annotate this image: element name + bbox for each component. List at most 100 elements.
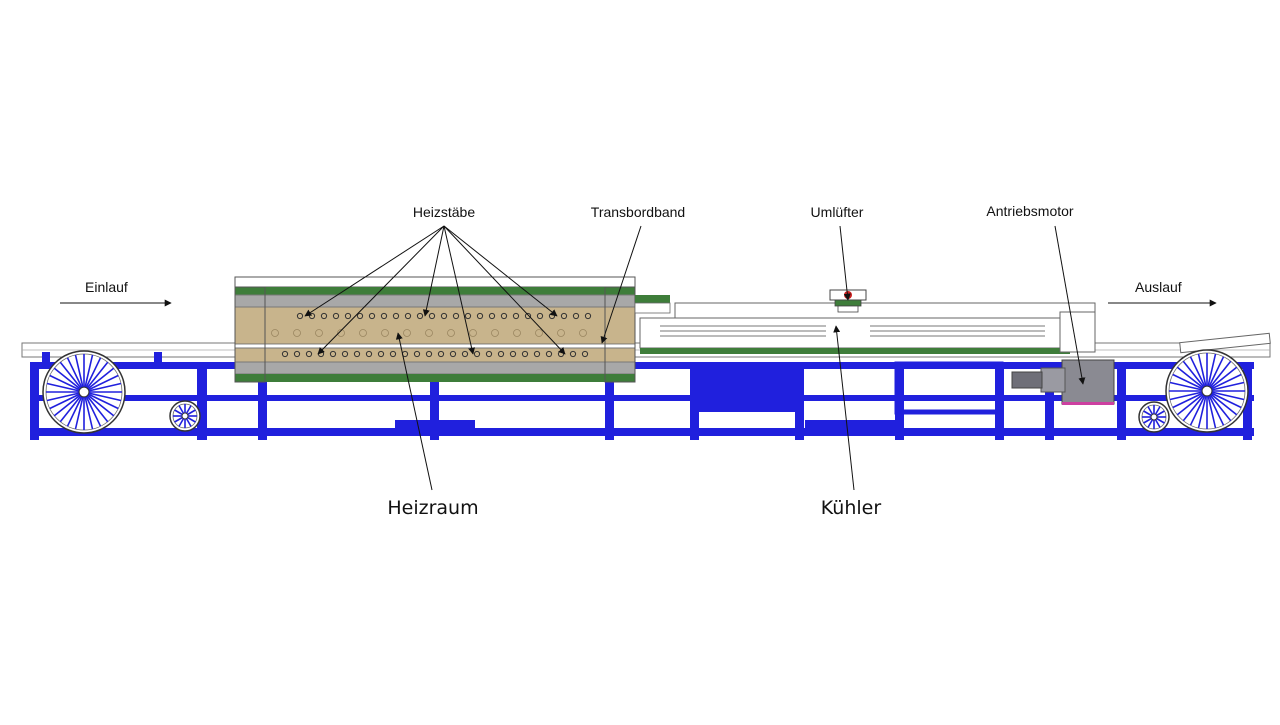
heizstaebe-leader-line xyxy=(317,225,445,355)
wheel-spoke xyxy=(1189,356,1208,392)
wheel-spoke xyxy=(66,391,85,427)
heater-rod xyxy=(581,350,589,358)
heater-rod xyxy=(485,350,493,358)
antriebsmotor-leader xyxy=(1054,225,1086,385)
heizraum-leader xyxy=(395,332,433,491)
heater-rod xyxy=(536,312,544,320)
wheel-spoke xyxy=(59,391,85,423)
insulation-marker xyxy=(557,329,565,337)
heater-rod xyxy=(281,350,289,358)
wheel-hub xyxy=(1201,385,1213,397)
insulation-marker xyxy=(381,329,389,337)
heater-rod xyxy=(353,350,361,358)
tension-wheel-right xyxy=(1138,401,1170,433)
heater-rod xyxy=(392,312,400,320)
heater-rod xyxy=(365,350,373,358)
heater-rod xyxy=(413,350,421,358)
heizstaebe-leaders xyxy=(304,225,566,355)
label-heizstaebe: Heizstäbe xyxy=(413,204,475,220)
heater-rod xyxy=(521,350,529,358)
insulation-marker xyxy=(447,329,455,337)
transbordband-leader xyxy=(600,225,642,344)
wheel-spoke xyxy=(83,374,119,393)
wheel-spoke xyxy=(74,354,85,393)
tension-wheel-left xyxy=(169,400,201,432)
wheel-spoke xyxy=(83,391,119,410)
insulation-markers xyxy=(271,329,587,337)
heater-rod xyxy=(545,350,553,358)
heater-rod xyxy=(497,350,505,358)
heater-rod xyxy=(377,350,385,358)
wheel-spoke xyxy=(83,382,122,393)
heater-rod xyxy=(437,350,445,358)
wheel-spoke xyxy=(1169,390,1208,401)
wheel-spoke xyxy=(1197,390,1208,429)
wheel-spoke xyxy=(1172,390,1208,409)
wheel-spoke xyxy=(49,374,85,393)
wheel-spoke xyxy=(83,391,122,402)
insulation-marker xyxy=(337,329,345,337)
heater-rod xyxy=(296,312,304,320)
heater-rod xyxy=(320,312,328,320)
wheel-spoke xyxy=(1172,373,1208,392)
heater-rod xyxy=(464,312,472,320)
cooler-housing xyxy=(639,302,1096,354)
heater-rod xyxy=(584,312,592,320)
wheel-spoke xyxy=(1176,390,1208,416)
wheel-spoke xyxy=(83,357,102,393)
label-umluefter: Umlüfter xyxy=(811,204,864,220)
insulation-marker xyxy=(469,329,477,337)
insulation-marker xyxy=(403,329,411,337)
wheel-spoke xyxy=(1206,390,1232,422)
heater-rod xyxy=(341,350,349,358)
heizstaebe-leader-line xyxy=(422,225,445,317)
wheel-spoke xyxy=(1197,353,1208,392)
wheel-spoke xyxy=(1206,360,1232,392)
umluefter-leader xyxy=(839,225,851,301)
wheel-spoke xyxy=(83,367,115,393)
heater-rod xyxy=(305,350,313,358)
heater-rod xyxy=(500,312,508,320)
label-einlauf: Einlauf xyxy=(85,279,128,295)
heizstaebe-leader-line xyxy=(304,225,445,317)
wheel-spoke xyxy=(1206,390,1242,409)
heater-rod xyxy=(380,312,388,320)
wheel-hub xyxy=(1150,413,1158,421)
outlet-guide xyxy=(1179,332,1271,354)
wheel-spoke xyxy=(1182,390,1208,422)
wheel-spoke xyxy=(66,357,85,393)
wheel-spoke xyxy=(83,354,94,393)
insulation-marker xyxy=(535,329,543,337)
heater-rod xyxy=(449,350,457,358)
wheel-spoke xyxy=(83,361,109,393)
cooler-support-boxes xyxy=(395,361,1004,436)
heater-rod xyxy=(572,312,580,320)
heater-rod xyxy=(488,312,496,320)
wheel-spoke xyxy=(1189,390,1208,426)
drive-motor xyxy=(1011,359,1115,405)
heater-rod xyxy=(344,312,352,320)
heater-rod xyxy=(452,312,460,320)
heater-rod xyxy=(461,350,469,358)
heater-rod xyxy=(329,350,337,358)
heater-rod xyxy=(533,350,541,358)
heater-rod xyxy=(509,350,517,358)
wheel-spoke xyxy=(83,391,102,427)
insulation-marker xyxy=(579,329,587,337)
label-antriebsmotor: Antriebsmotor xyxy=(986,203,1073,219)
wheel-spoke xyxy=(1206,390,1238,416)
wheel-spoke xyxy=(74,391,85,430)
wheel-spoke xyxy=(1206,381,1245,392)
heating-chamber xyxy=(234,276,636,383)
insulation-marker xyxy=(271,329,279,337)
wheel-spoke xyxy=(1206,353,1217,392)
wheel-spoke xyxy=(53,391,85,417)
insulation-marker xyxy=(425,329,433,337)
wheel-spoke xyxy=(1206,356,1225,392)
wheel-spoke xyxy=(59,361,85,393)
heater-rod xyxy=(389,350,397,358)
wheel-spoke xyxy=(1169,381,1208,392)
heater-rod xyxy=(368,312,376,320)
